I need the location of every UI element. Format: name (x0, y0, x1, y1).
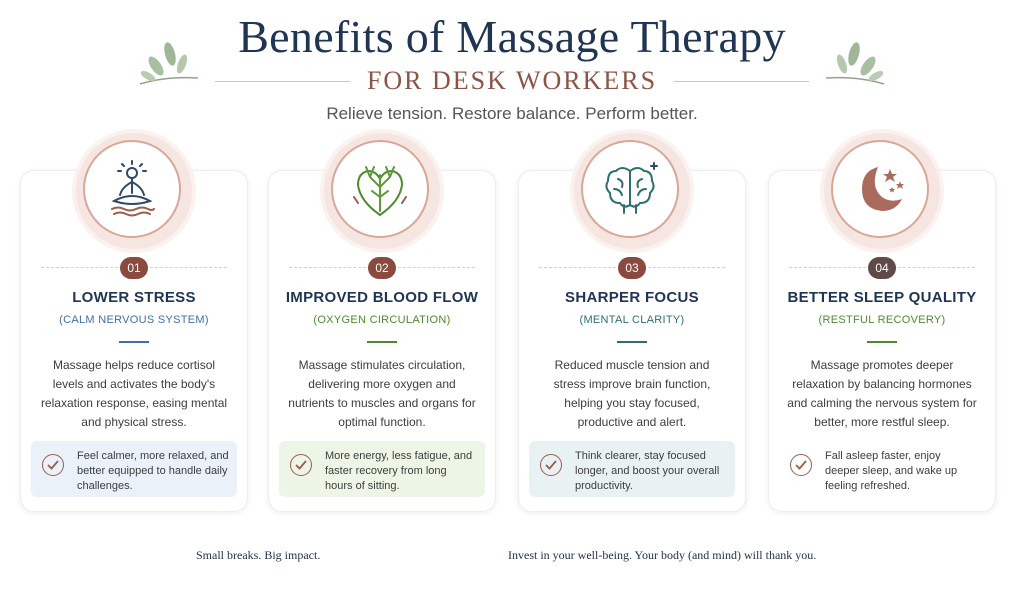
card-title: LOWER STRESS (72, 289, 196, 306)
card-description: Massage promotes deeper relaxation by ba… (787, 358, 977, 429)
leaf-sprig-icon (139, 42, 199, 85)
moon-stars-icon (862, 167, 904, 211)
heart-vessels-icon (353, 166, 407, 217)
card-description: Reduced muscle tension and stress improv… (553, 358, 711, 429)
step-number: 03 (618, 257, 646, 279)
divider (215, 81, 350, 82)
benefit-box: Think clearer, stay focused longer, and … (529, 441, 735, 497)
icon-badge (76, 133, 192, 249)
card-subtitle: (RESTFUL RECOVERY) (818, 314, 946, 326)
card-title: BETTER SLEEP QUALITY (787, 289, 977, 306)
subtitle-row: FOR DESK WORKERS (215, 66, 809, 100)
divider (674, 81, 809, 82)
footer-right: Invest in your well-being. Your body (an… (508, 548, 817, 562)
icon-badge (324, 133, 440, 249)
benefit-text: Feel calmer, more relaxed, and better eq… (77, 450, 229, 492)
tagline: Relieve tension. Restore balance. Perfor… (326, 104, 698, 123)
check-icon (540, 454, 562, 476)
benefit-card: 03 SHARPER FOCUS (MENTAL CLARITY) Reduce… (518, 133, 746, 512)
card-title: SHARPER FOCUS (565, 289, 699, 306)
check-icon (42, 454, 64, 476)
benefit-card: 01 LOWER STRESS (CALM NERVOUS SYSTEM) Ma… (20, 133, 248, 512)
card-description: Massage helps reduce cortisol levels and… (40, 358, 228, 429)
check-icon (290, 454, 312, 476)
card-subtitle: (MENTAL CLARITY) (579, 314, 685, 326)
meditation-icon (111, 160, 155, 217)
benefit-text: More energy, less fatigue, and faster re… (325, 450, 473, 492)
check-icon (790, 454, 812, 476)
page-subtitle: FOR DESK WORKERS (366, 66, 658, 95)
leaf-sprig-icon (825, 42, 885, 85)
benefit-box: More energy, less fatigue, and faster re… (279, 441, 485, 497)
card-subtitle: (CALM NERVOUS SYSTEM) (59, 314, 209, 326)
benefit-text: Think clearer, stay focused longer, and … (575, 450, 720, 492)
benefit-box: Fall asleep faster, enjoy deeper sleep, … (779, 441, 985, 497)
benefit-text: Fall asleep faster, enjoy deeper sleep, … (825, 450, 958, 492)
card-title: IMPROVED BLOOD FLOW (285, 289, 479, 306)
accent-line (617, 341, 647, 343)
icon-badge (824, 133, 940, 249)
accent-line (867, 341, 897, 343)
card-description: Massage stimulates circulation, deliveri… (288, 358, 476, 429)
icon-badge (574, 133, 690, 249)
step-number: 01 (120, 257, 148, 279)
benefit-card: 04 BETTER SLEEP QUALITY (RESTFUL RECOVER… (768, 133, 996, 512)
accent-line (367, 341, 397, 343)
benefit-card: 02 IMPROVED BLOOD FLOW (OXYGEN CIRCULATI… (268, 133, 496, 512)
accent-line (119, 341, 149, 343)
step-number: 02 (368, 257, 396, 279)
step-number: 04 (868, 257, 896, 279)
page-title: Benefits of Massage Therapy (238, 11, 786, 62)
benefit-box: Feel calmer, more relaxed, and better eq… (31, 441, 237, 497)
card-subtitle: (OXYGEN CIRCULATION) (313, 314, 451, 326)
footer-left: Small breaks. Big impact. (196, 548, 321, 562)
brain-icon (605, 162, 658, 214)
